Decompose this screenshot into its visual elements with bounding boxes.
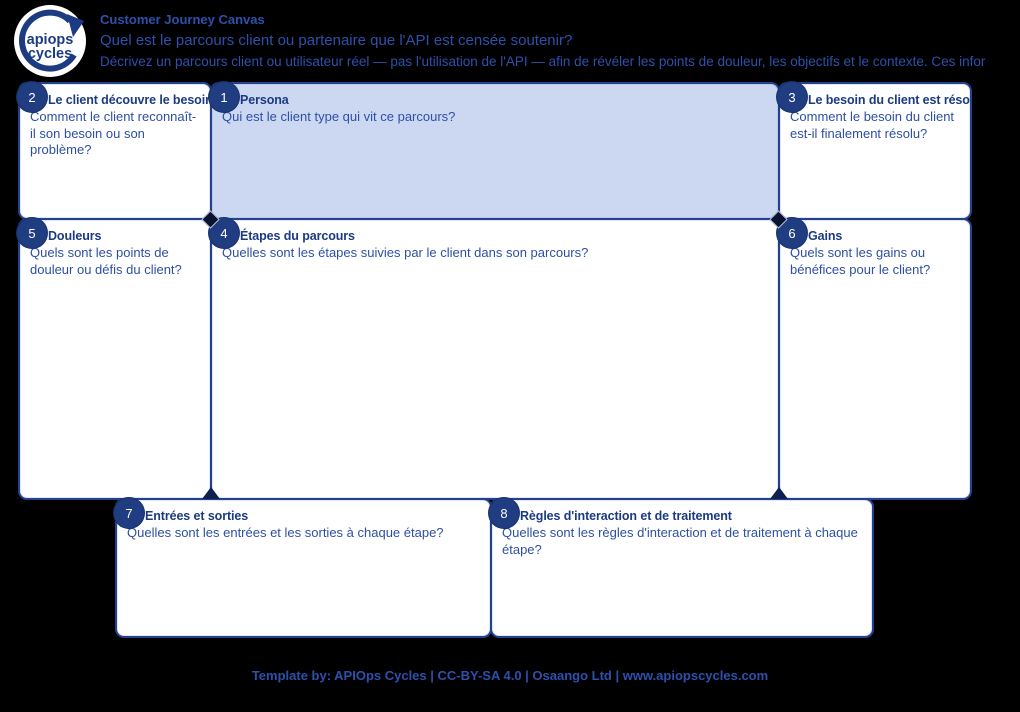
- section-question: Quelles sont les règles d'interaction et…: [502, 525, 858, 557]
- section-number-badge: 3: [777, 82, 807, 112]
- section-number-badge: 1: [209, 82, 239, 112]
- section-question: Quels sont les gains ou bénéfices pour l…: [790, 245, 931, 277]
- section-pains[interactable]: 5 Douleurs Quels sont les points de doul…: [17, 218, 212, 500]
- section-number-badge: 8: [489, 498, 519, 528]
- section-title: Étapes du parcours: [240, 229, 355, 243]
- canvas-title: Customer Journey Canvas: [100, 12, 265, 27]
- section-journey-steps[interactable]: 4 Étapes du parcours Quelles sont les ét…: [209, 218, 780, 500]
- section-question: Quelles sont les étapes suivies par le c…: [222, 245, 589, 260]
- section-question: Quelles sont les entrées et les sorties …: [127, 525, 444, 540]
- section-question: Comment le besoin du client est-il final…: [790, 109, 955, 141]
- section-number-badge: 7: [114, 498, 144, 528]
- section-number-badge: 2: [17, 82, 47, 112]
- section-need-resolved[interactable]: 3 Le besoin du client est résolu Comment…: [777, 82, 972, 220]
- section-gains[interactable]: 6 Gains Quels sont les gains ou bénéfice…: [777, 218, 972, 500]
- section-title: Entrées et sorties: [145, 509, 249, 523]
- section-title: Douleurs: [48, 229, 102, 243]
- section-persona[interactable]: 1 Persona Qui est le client type qui vit…: [209, 82, 780, 220]
- section-question: Comment le client reconnaît-il son besoi…: [30, 109, 197, 157]
- connector-arrow-icon: [202, 487, 220, 499]
- section-question: Qui est le client type qui vit ce parcou…: [222, 109, 456, 124]
- section-interaction-rules[interactable]: 8 Règles d'interaction et de traitement …: [489, 498, 874, 638]
- section-title: Persona: [240, 93, 289, 107]
- section-question: Quels sont les points de douleur ou défi…: [30, 245, 182, 277]
- section-title: Le besoin du client est résolu: [808, 93, 970, 107]
- section-title: Règles d'interaction et de traitement: [520, 509, 732, 523]
- cycle-arrowhead-icon: [67, 14, 84, 37]
- logo-text-apiops: apiops: [27, 32, 74, 48]
- section-inputs-outputs[interactable]: 7 Entrées et sorties Quelles sont les en…: [114, 498, 492, 638]
- section-title: Gains: [808, 229, 843, 243]
- section-number-badge: 5: [17, 218, 47, 248]
- apiops-cycles-logo: apiops cycles: [14, 5, 86, 77]
- canvas-description: Décrivez un parcours client ou utilisate…: [100, 54, 986, 69]
- footer-credit: Template by: APIOps Cycles | CC-BY-SA 4.…: [251, 668, 769, 683]
- canvas-header: Customer Journey Canvas Quel est le parc…: [100, 12, 1020, 69]
- section-title: Le client découvre le besoin: [48, 93, 210, 107]
- logo-text-cycles: cycles: [28, 46, 72, 62]
- canvas-subtitle: Quel est le parcours client ou partenair…: [100, 32, 573, 49]
- section-client-discovers-need[interactable]: 2 Le client découvre le besoin Comment l…: [17, 82, 212, 220]
- connector-arrow-icon: [770, 487, 788, 499]
- cycle-arrow-icon: [19, 9, 77, 72]
